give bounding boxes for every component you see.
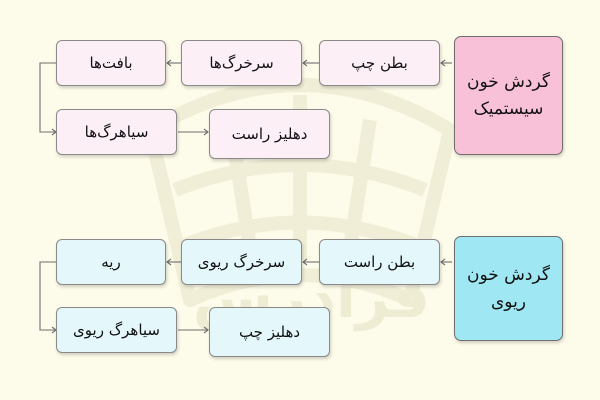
node-pulmonary-artery: سرخرگ ریوی bbox=[181, 239, 302, 285]
systemic-circulation-title: گردش خون سیستمیک bbox=[454, 36, 563, 155]
node-right-atrium: دهلیز راست bbox=[209, 109, 330, 159]
node-tissues: بافت‌ها bbox=[56, 40, 166, 86]
node-left-ventricle: بطن چپ bbox=[319, 40, 440, 86]
node-left-atrium: دهلیز چپ bbox=[209, 307, 330, 357]
node-arteries: سرخرگ‌ها bbox=[181, 40, 302, 86]
node-right-ventricle: بطن راست bbox=[319, 239, 440, 285]
node-veins: سیاهرگ‌ها bbox=[56, 109, 177, 155]
node-pulmonary-vein: سیاهرگ ریوی bbox=[56, 307, 177, 353]
node-lung: ریه bbox=[56, 239, 166, 285]
pulmonary-circulation-title: گردش خون ریوی bbox=[454, 236, 563, 341]
